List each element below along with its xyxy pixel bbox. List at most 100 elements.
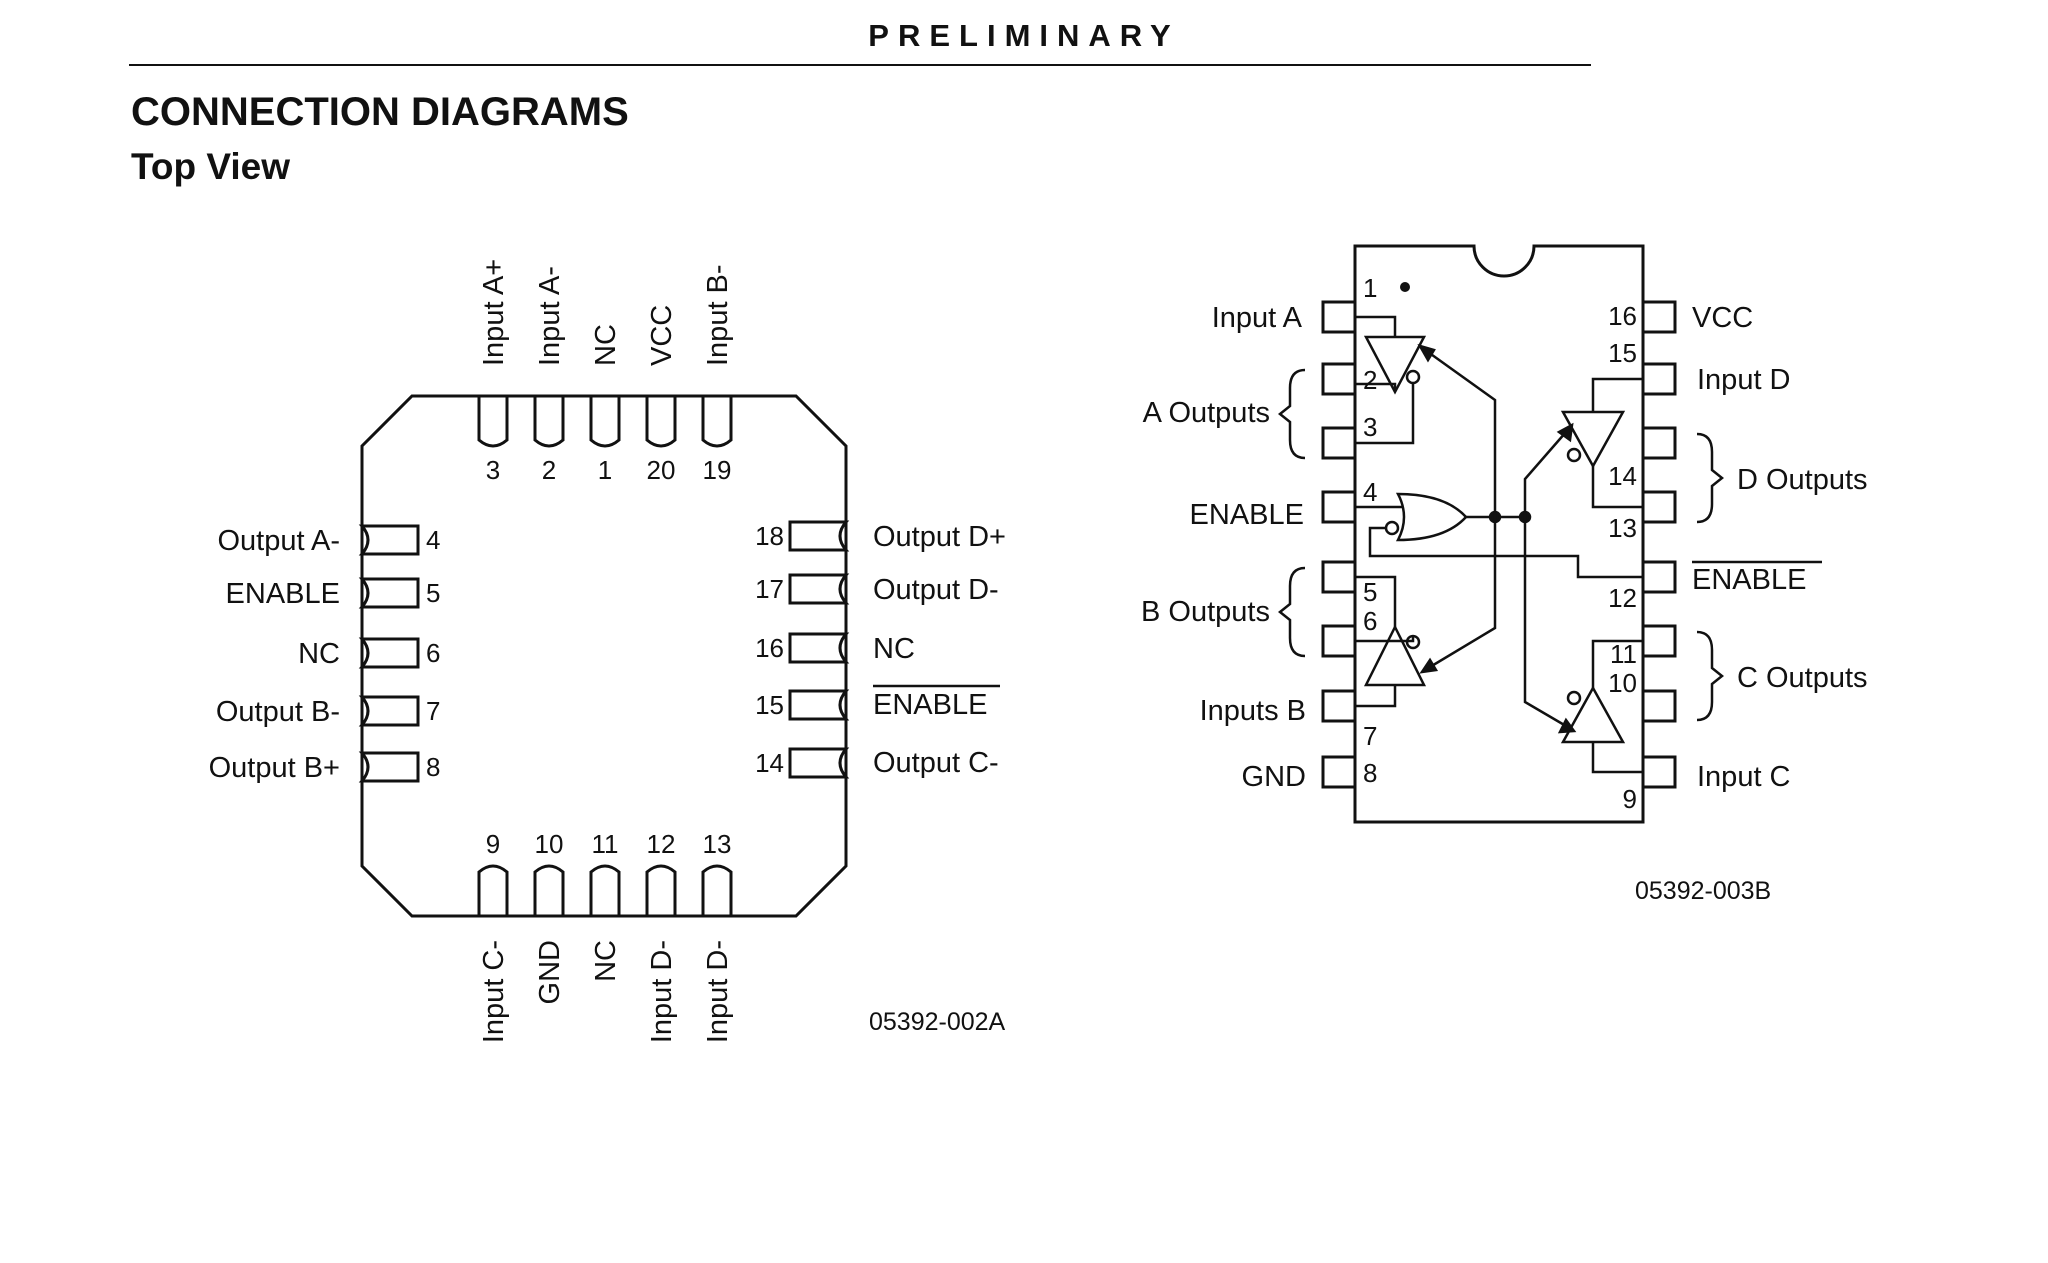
dip-pin-number: 4 [1363, 477, 1377, 507]
dip-pin-1 [1321, 300, 1357, 334]
plcc-pin-number: 16 [755, 633, 784, 663]
dip-label-input-a: Input A [1212, 302, 1303, 334]
dip-pin-6 [1321, 624, 1357, 658]
dip-pin-number: 7 [1363, 721, 1377, 751]
dip-pin-number: 11 [1610, 639, 1637, 669]
dip-pin1-dot [1400, 282, 1410, 292]
dip-label-c-outputs: C Outputs [1737, 662, 1868, 694]
arrow-buffer-c [1557, 717, 1577, 734]
wire-enable-buffer-c [1523, 517, 1567, 728]
buffer-a-inv-bubble [1405, 369, 1421, 385]
wire-pin7-buffer-b [1355, 685, 1397, 708]
wire-enable-buffer-d [1523, 431, 1567, 517]
dip-pin-number: 8 [1363, 758, 1377, 788]
plcc-pin-2 [533, 396, 565, 448]
brace-d-outputs [1696, 432, 1725, 524]
dip-pin-8 [1321, 755, 1357, 789]
plcc-pin-label: Output C- [873, 747, 999, 779]
plcc-pin-label: NC [590, 940, 622, 982]
plcc-pin-label: Output D- [873, 574, 999, 606]
plcc-pin-8 [358, 751, 420, 783]
page-subtitle: Top View [131, 146, 290, 187]
wire-pin9-buffer-c [1591, 742, 1643, 774]
dip-pin-number: 1 [1363, 273, 1377, 303]
plcc-pin-14 [788, 747, 850, 779]
plcc-pin-number: 10 [535, 829, 564, 859]
dip-pin-number: 14 [1608, 461, 1637, 491]
wire-enable-bar-gate [1368, 526, 1643, 579]
plcc-pin-label: NC [590, 324, 622, 366]
dip-body [1353, 244, 1645, 824]
wire-buffer-d-out [1591, 466, 1643, 509]
dip-figure-code: 05392-003B [1635, 877, 1771, 905]
dip-pin-number: 5 [1363, 577, 1377, 607]
plcc-pin-3 [477, 396, 509, 448]
buffer-c-inv-bubble [1566, 690, 1582, 706]
plcc-pin-17 [788, 573, 850, 605]
plcc-pin-label: Output A- [217, 525, 340, 557]
dip-pin-number: 12 [1608, 583, 1637, 613]
plcc-pin-number: 20 [647, 455, 676, 485]
plcc-pin-19 [701, 396, 733, 448]
plcc-pin-label: Input B- [702, 264, 734, 366]
plcc-pin-4 [358, 524, 420, 556]
plcc-figure-code: 05392-002A [869, 1008, 1006, 1036]
arrow-buffer-d [1556, 422, 1574, 443]
dip-pin-number: 6 [1363, 606, 1377, 636]
dip-label-a-outputs: A Outputs [1143, 397, 1270, 429]
dip-pin-2 [1321, 362, 1357, 396]
plcc-pin-label: NC [298, 638, 340, 670]
plcc-bottom-pins [477, 864, 733, 916]
plcc-pin-number: 14 [755, 748, 784, 778]
wire-pin1-buffer-a [1355, 315, 1397, 337]
plcc-pin-number: 13 [703, 829, 732, 859]
plcc-pin-number: 4 [426, 525, 440, 555]
plcc-pin-label: GND [534, 940, 566, 1004]
plcc-body [360, 394, 848, 918]
dip-label-input-d: Input D [1697, 364, 1791, 396]
plcc-pin-20 [645, 396, 677, 448]
wire-buffer-c-top [1591, 639, 1643, 688]
plcc-pin-7 [358, 695, 420, 727]
arrow-buffer-b [1419, 657, 1439, 674]
dip-pin-number: 13 [1608, 513, 1637, 543]
dip-label-enable: ENABLE [1190, 499, 1304, 531]
plcc-pin-label: NC [873, 633, 915, 665]
dip-label-b-outputs: B Outputs [1141, 596, 1270, 628]
plcc-pin-label: VCC [646, 305, 678, 366]
plcc-pin-label: Input A- [534, 266, 566, 366]
arrow-buffer-a [1417, 343, 1436, 363]
plcc-pin-label: ENABLE [226, 578, 340, 610]
plcc-pin-number: 17 [755, 574, 784, 604]
enable-gate-bubble [1384, 520, 1400, 536]
dip-pin-number: 3 [1363, 412, 1377, 442]
plcc-pin-9 [477, 864, 509, 916]
dip-label-gnd: GND [1242, 761, 1306, 793]
plcc-pin-number: 3 [486, 455, 500, 485]
plcc-pin-5 [358, 577, 420, 609]
dip-label-input-c: Input C [1697, 761, 1791, 793]
plcc-pin-number: 12 [647, 829, 676, 859]
plcc-pin-16 [788, 632, 850, 664]
dip-package: 1 2 3 4 5 6 7 8 16 15 14 13 12 11 10 9 I… [1141, 244, 1868, 905]
plcc-pin-13 [701, 864, 733, 916]
plcc-pin-number: 7 [426, 696, 440, 726]
plcc-pin-label: Input A+ [478, 259, 510, 366]
page-title: CONNECTION DIAGRAMS [131, 90, 629, 134]
dip-left-pins [1321, 300, 1357, 789]
dip-pin-12 [1641, 560, 1677, 594]
plcc-pin-6 [358, 637, 420, 669]
plcc-right-pins [788, 520, 850, 779]
dip-internal-logic [1355, 315, 1643, 774]
dip-pin-10 [1641, 689, 1677, 723]
plcc-pin-label: Output B+ [209, 752, 340, 784]
plcc-pin-number: 2 [542, 455, 556, 485]
enable-gate [1395, 492, 1468, 542]
dip-label-inputs-b: Inputs B [1200, 695, 1306, 727]
dip-right-pins [1641, 300, 1677, 789]
plcc-pin-label: Output B- [216, 696, 340, 728]
plcc-pin-number: 15 [755, 690, 784, 720]
plcc-pin-15 [788, 689, 850, 721]
plcc-pin-10 [533, 864, 565, 916]
